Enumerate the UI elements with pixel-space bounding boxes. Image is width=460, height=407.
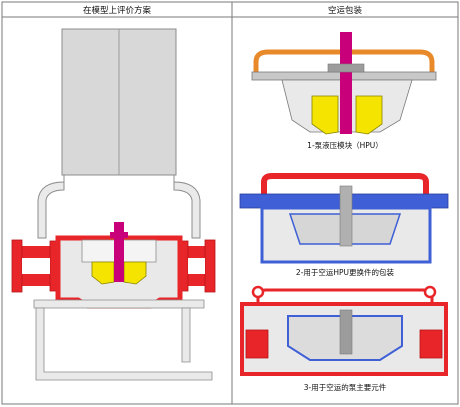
- pump-components-package-figure: [240, 285, 448, 376]
- hpu-spare-package-figure: [239, 173, 449, 264]
- base-plate: [33, 299, 205, 309]
- left-pump-assembly: [11, 28, 216, 381]
- red-lifting-rail: [256, 288, 434, 304]
- hpu-shaft: [340, 32, 352, 134]
- red-package-frame: [261, 173, 429, 200]
- left-leg: [35, 307, 213, 381]
- caption-1: 1-泵液压模块（HPU）: [307, 140, 383, 150]
- left-frame-arm: [37, 175, 65, 239]
- right-frame-arm: [173, 175, 201, 239]
- hpu-module-figure: [251, 32, 437, 135]
- right-panel-header: 空运包装: [328, 5, 363, 16]
- left-lift-ring: [251, 285, 265, 299]
- left-panel-header: 在模型上评价方案: [83, 5, 152, 16]
- caption-2: 2-用于空运HPU更换件的包装: [296, 267, 395, 277]
- caption-3: 3-用于空运的泵主要元件: [304, 382, 387, 392]
- left-impeller: [91, 261, 115, 285]
- right-lift-ring: [423, 285, 437, 299]
- right-leg: [181, 307, 191, 363]
- pump-shaft: [114, 222, 124, 282]
